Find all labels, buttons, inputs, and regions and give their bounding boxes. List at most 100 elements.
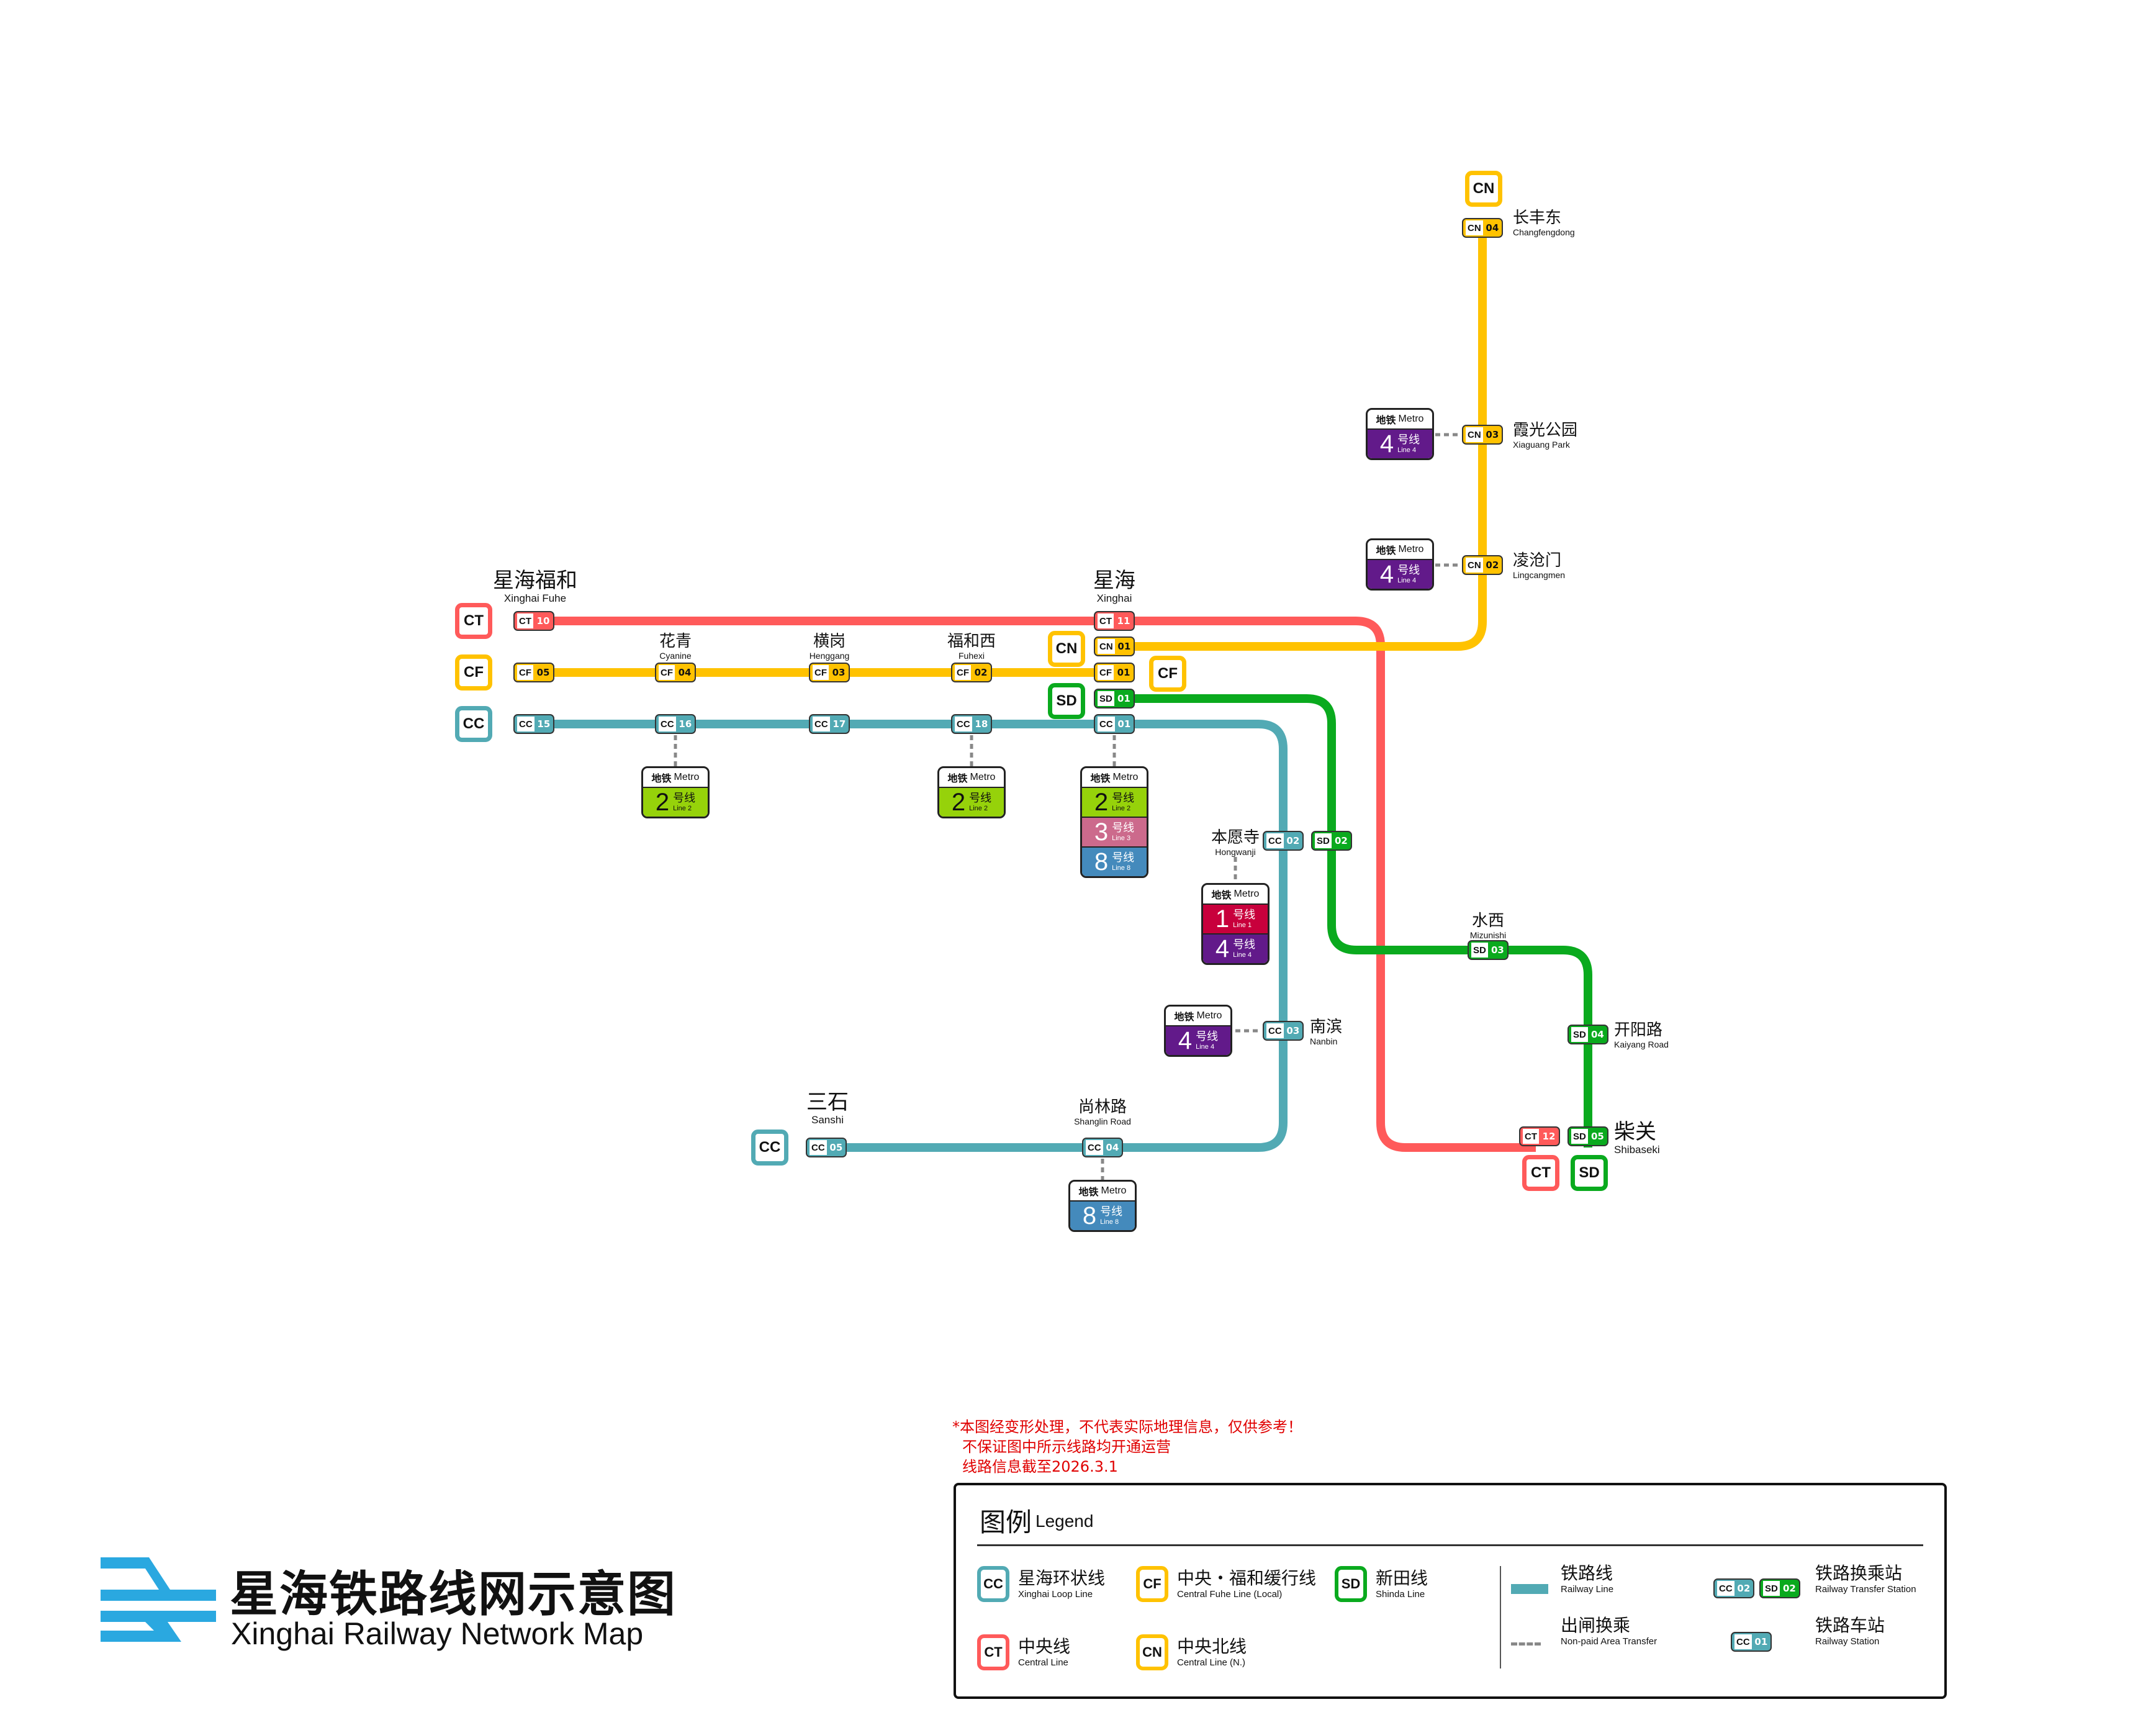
line-badge-cc[interactable]: CC	[455, 706, 492, 742]
legend-line-name-en: Xinghai Loop Line	[1018, 1588, 1093, 1600]
metro-label-en: Metro	[1112, 772, 1139, 782]
line-badge-cf[interactable]: CF	[455, 654, 492, 690]
station-number: 03	[832, 667, 846, 678]
station-name-en: Hongwanji	[1215, 847, 1256, 857]
metro-line-number: 4	[1379, 430, 1394, 458]
station-name-en: Xiaguang Park	[1513, 440, 1570, 450]
metro-label-en: Metro	[1196, 1010, 1222, 1021]
ct-line-track	[534, 617, 1536, 1152]
legend-line-name: 中央北线	[1177, 1636, 1247, 1657]
line-badge-ct[interactable]: CT	[455, 603, 492, 639]
metro-label-en: Metro	[1234, 889, 1260, 899]
station-name-zh: 柴关	[1614, 1120, 1656, 1144]
line-code: CF	[517, 665, 533, 680]
metro-line-suffix: 号线	[673, 791, 696, 805]
legend-sublabel: Railway Transfer Station	[1815, 1584, 1916, 1595]
metro-line-number: 1	[1215, 905, 1230, 933]
dashed-transfer-swatch	[1511, 1642, 1541, 1646]
line-badge-sd[interactable]: SD	[1048, 683, 1085, 719]
line-badge-cf[interactable]: CF	[1149, 656, 1186, 692]
line-badge-ct[interactable]: CT	[977, 1634, 1009, 1670]
legend-line-name-en: Shinda Line	[1376, 1588, 1425, 1600]
line-badge-cf[interactable]: CF	[1136, 1566, 1168, 1602]
station-number: 01	[1117, 693, 1130, 704]
metro-line-en: Line 4	[1233, 951, 1252, 959]
line-badge-cc[interactable]: CC	[751, 1130, 788, 1166]
line-badge-cn[interactable]: CN	[1136, 1634, 1168, 1670]
metro-label-zh: 地铁	[1174, 1011, 1194, 1023]
station-number: 12	[1542, 1131, 1556, 1142]
line-badge-sd[interactable]: SD	[1571, 1155, 1608, 1191]
line-code: SD	[1571, 1027, 1588, 1042]
line-badge-ct[interactable]: CT	[1522, 1155, 1559, 1191]
legend-title: 图例	[980, 1507, 1032, 1537]
line-badge-cn[interactable]: CN	[1048, 631, 1085, 667]
line-badge-sd[interactable]: SD	[1335, 1566, 1367, 1602]
line-badge-cc[interactable]: CC	[977, 1566, 1009, 1602]
metro-line-suffix: 号线	[1233, 938, 1256, 951]
line-badge-cn[interactable]: CN	[1465, 171, 1502, 207]
station-name-en: Sanshi	[811, 1114, 844, 1126]
station-name-zh: 本愿寺	[1211, 828, 1260, 847]
station-name-en: Lingcangmen	[1513, 570, 1566, 580]
station-name-en: Fuhexi	[958, 651, 985, 661]
